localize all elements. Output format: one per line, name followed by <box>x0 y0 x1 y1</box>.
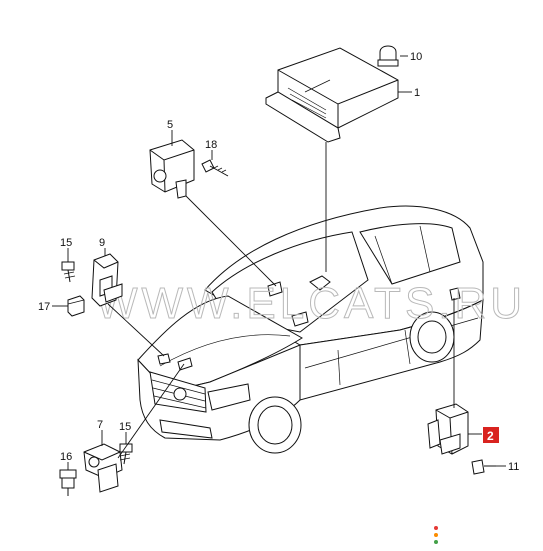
highlight-badge <box>483 427 499 443</box>
bolt-part-18[interactable] <box>201 159 229 177</box>
callout-7[interactable]: 7 <box>97 419 103 431</box>
front-left-sensor-marker <box>157 353 171 365</box>
control-unit-part[interactable] <box>265 47 399 143</box>
status-dots-icon <box>434 526 438 544</box>
windshield-sensor-marker <box>267 281 283 297</box>
bolt-part-11[interactable] <box>471 459 496 475</box>
watermark: WWW.ELCATS.RU <box>96 279 526 328</box>
bolt-part-16[interactable] <box>59 469 77 496</box>
callout-18[interactable]: 18 <box>205 139 217 151</box>
callout-9[interactable]: 9 <box>99 237 105 249</box>
control-unit-marker <box>309 275 331 291</box>
crash-sensor-part-7[interactable] <box>83 443 123 493</box>
callout-17[interactable]: 17 <box>38 301 50 313</box>
car-illustration <box>137 205 484 454</box>
sensor-bracket-part-9[interactable] <box>91 253 123 307</box>
screw-part-15-lower[interactable] <box>119 443 133 465</box>
clip-part-17[interactable] <box>67 295 85 317</box>
crash-sensor-part-5[interactable] <box>149 139 195 199</box>
crash-sensor-part-2[interactable] <box>427 403 469 455</box>
green-dot-icon <box>434 540 438 544</box>
callout-10[interactable]: 10 <box>410 51 422 63</box>
callout-15-upper[interactable]: 15 <box>60 237 72 249</box>
callout-2-highlight[interactable]: 2 <box>483 427 499 443</box>
callout-16[interactable]: 16 <box>60 451 72 463</box>
screw-part-15-upper[interactable] <box>61 261 76 283</box>
nut-part[interactable] <box>377 45 399 67</box>
callout-numbers: 10 1 5 18 9 15 17 7 15 16 11 <box>38 51 519 473</box>
callout-2[interactable]: 2 <box>487 429 494 443</box>
front-wheel <box>248 396 302 454</box>
red-dot-icon <box>434 526 438 530</box>
leader-lines <box>52 55 506 470</box>
callout-15-lower[interactable]: 15 <box>119 421 131 433</box>
callout-5[interactable]: 5 <box>167 119 173 131</box>
callout-11[interactable]: 11 <box>508 461 519 473</box>
rear-sensor-marker <box>449 287 461 301</box>
orange-dot-icon <box>434 533 438 537</box>
callout-1[interactable]: 1 <box>414 87 420 99</box>
